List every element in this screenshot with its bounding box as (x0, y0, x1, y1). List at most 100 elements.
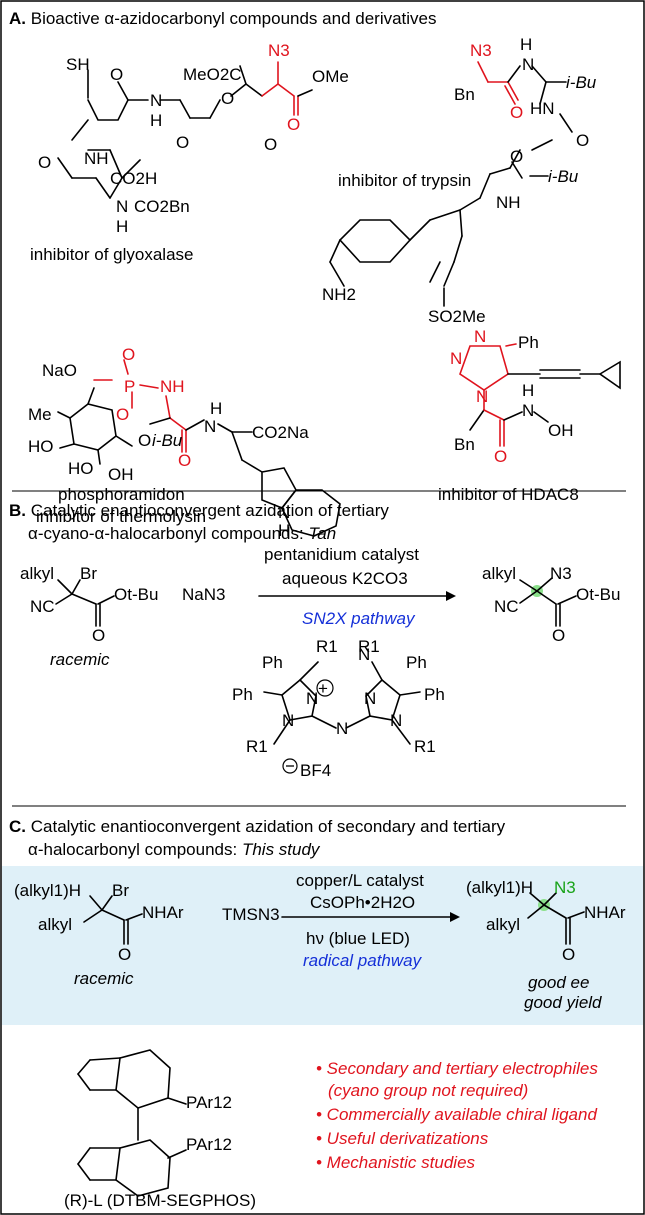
c-prod-o: O (562, 945, 575, 964)
cat-n2: N (282, 711, 294, 730)
b-prod-nc: NC (494, 597, 519, 616)
cat-r1b: R1 (358, 637, 380, 656)
b-prod-alkyl: alkyl (482, 564, 516, 583)
c-sub-br: Br (112, 881, 129, 900)
panel-b-substrate: alkyl Br NC Ot-Bu O racemic (20, 564, 158, 669)
phos-h: H (210, 399, 222, 418)
c-cond-2: CsOPh•2H2O (310, 893, 415, 912)
panel-c: C. Catalytic enantioconvergent azidation… (2, 817, 643, 1210)
b-prod-ester: Ot-Bu (576, 585, 620, 604)
cat-ph3: Ph (232, 685, 253, 704)
tryp-nh: NH (496, 193, 521, 212)
c-prod-ee: good ee (528, 973, 589, 992)
c-sub-racemic: racemic (74, 969, 134, 988)
glyox-o4: O (287, 115, 300, 134)
cat-r1c: R1 (246, 737, 268, 756)
hdac-ph: Ph (518, 333, 539, 352)
phos-me: Me (28, 405, 52, 424)
panel-c-title-2: α-halocarbonyl compounds: (28, 840, 242, 859)
tryp-h: H (520, 35, 532, 54)
c-pathway: radical pathway (303, 951, 423, 970)
hdac-h: H (522, 381, 534, 400)
tryp-bn: Bn (454, 85, 475, 104)
hdac-bn: Bn (454, 435, 475, 454)
phos-indole-h: H (278, 521, 290, 540)
glyoxalase-caption: inhibitor of glyoxalase (30, 245, 193, 264)
svg-text:A. Bioactive α-azidocarbonyl c: A. Bioactive α-azidocarbonyl compounds a… (9, 9, 437, 28)
panel-a-title: Bioactive α-azidocarbonyl compounds and … (31, 9, 437, 28)
svg-text:α-halocarbonyl compounds: This: α-halocarbonyl compounds: This study (28, 840, 321, 859)
bullet-2: • Commercially available chiral ligand (316, 1105, 597, 1124)
bullet-1: • Secondary and tertiary electrophiles (316, 1059, 598, 1078)
bullet-4: • Mechanistic studies (316, 1153, 476, 1172)
svg-text:α-cyano-α-halocarbonyl compoun: α-cyano-α-halocarbonyl compounds: Tan (28, 524, 336, 543)
b-cond-1: pentanidium catalyst (264, 545, 419, 564)
b-cond-2: aqueous K2CO3 (282, 569, 408, 588)
hdac-n2: N (450, 349, 462, 368)
b-sub-br: Br (80, 564, 97, 583)
cat-ph1: Ph (262, 653, 283, 672)
panel-b-title-1: Catalytic enantioconvergent azidation of… (31, 501, 390, 520)
svg-text:C. Catalytic enantioconvergent: C. Catalytic enantioconvergent azidation… (9, 817, 506, 836)
glyoxalase-inhibitor-structure: SH O MeO2C N3 OMe N H O O O NH O CO2H N … (30, 41, 349, 264)
minus-charge-icon (282, 758, 298, 774)
cat-bf4: BF4 (300, 761, 331, 780)
bullet-3: • Useful derivatizations (316, 1129, 489, 1148)
tryp-ibu2: i-Bu (548, 167, 579, 186)
glyox-h: H (150, 111, 162, 130)
segphos-ligand-structure: PAr12 PAr12 (R)-L (DTBM-SEGPHOS) (64, 1049, 256, 1210)
hdac8-inhibitor-structure: Ph N N N H N OH Bn O inhibitor of HDAC8 (438, 327, 621, 504)
phos-co2na: CO2Na (252, 423, 309, 442)
b-sub-o: O (92, 626, 105, 645)
cat-ph2: Ph (406, 653, 427, 672)
tryp-o2: O (576, 131, 589, 150)
cat-r1a: R1 (316, 637, 338, 656)
b-sub-nc: NC (30, 597, 55, 616)
panel-c-label: C. (9, 817, 26, 836)
svg-text:+: + (318, 679, 328, 698)
trypsin-inhibitor-structure: N3 N H i-Bu Bn O HN O O i-Bu NH NH2 SO2M… (322, 35, 597, 326)
b-reagent: NaN3 (182, 585, 225, 604)
c-sub-alkyl: alkyl (38, 915, 72, 934)
phos-o3: O (138, 431, 151, 450)
c-prod-amide: NHAr (584, 903, 626, 922)
glyox-o2: O (221, 89, 234, 108)
ligand-par-2: PAr12 (186, 1135, 232, 1154)
panel-b: B. Catalytic enantioconvergent azidation… (9, 501, 620, 780)
glyox-meo2c: MeO2C (183, 65, 242, 84)
phos-caption-1: phosphoramidon (58, 485, 185, 504)
c-prod-alkyl: alkyl (486, 915, 520, 934)
c-sub-amide: NHAr (142, 903, 184, 922)
phos-ho2: HO (68, 459, 94, 478)
phos-ibu: i-Bu (152, 431, 183, 450)
b-prod-n3: N3 (550, 564, 572, 583)
cat-n3: N (336, 719, 348, 738)
highlights-list: • Secondary and tertiary electrophiles (… (316, 1059, 598, 1172)
panel-c-product: (alkyl1)H N3 alkyl NHAr O good ee good y… (466, 878, 626, 1012)
phos-ho1: HO (28, 437, 54, 456)
hdac-oh: OH (548, 421, 574, 440)
panel-a: A. Bioactive α-azidocarbonyl compounds a… (9, 9, 621, 540)
b-sub-alkyl: alkyl (20, 564, 54, 583)
glyox-o6: O (264, 135, 277, 154)
tryp-hn: HN (530, 99, 555, 118)
cat-n4: N (364, 689, 376, 708)
phosphoramidon-structure: NaO O P NH O Me O HO i-Bu H N CO2Na HO O… (28, 345, 341, 540)
b-sub-racemic: racemic (50, 650, 110, 669)
hdac-o: O (494, 447, 507, 466)
hdac-n3: N (476, 387, 488, 406)
panel-b-author: Tan (308, 524, 336, 543)
panel-c-title-1: Catalytic enantioconvergent azidation of… (31, 817, 506, 836)
plus-charge-icon (316, 679, 334, 697)
c-prod-yield: good yield (524, 993, 602, 1012)
reaction-highlight-box (2, 866, 643, 1025)
c-cond-3: hν (blue LED) (306, 929, 410, 948)
phos-n: N (204, 417, 216, 436)
ligand-par-1: PAr12 (186, 1093, 232, 1112)
tryp-n: N (522, 55, 534, 74)
panel-b-label: B. (9, 501, 26, 520)
c-prod-alkyl1: (alkyl1)H (466, 878, 533, 897)
